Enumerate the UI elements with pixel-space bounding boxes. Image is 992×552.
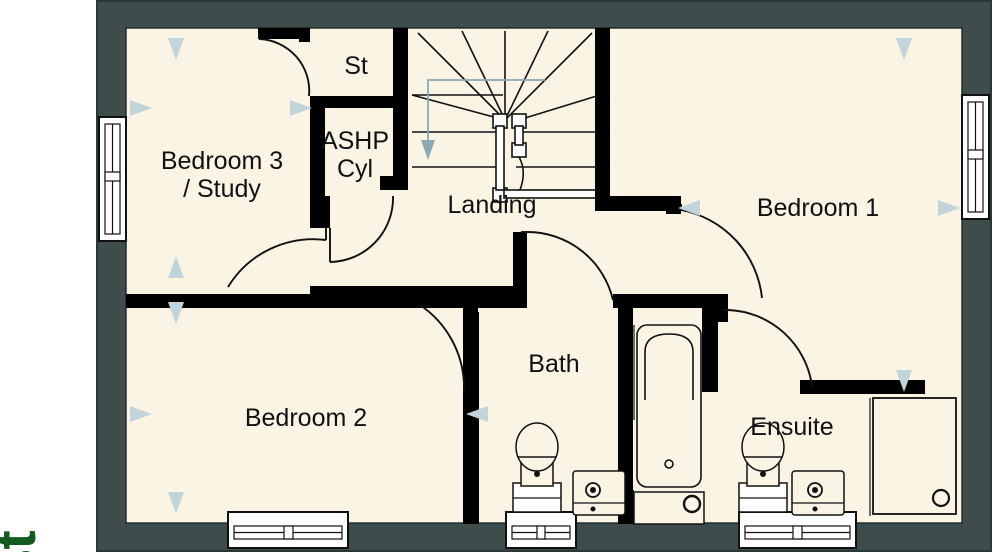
door-bedroom-2 [419,304,465,390]
bath-basin-fixture [572,470,626,516]
bath-cistern-fixture [633,491,705,525]
window-bottom-bedroom2 [227,511,349,549]
dimension-arrows [130,38,960,514]
staircase [411,30,601,206]
shower-tray-fixture [869,397,957,516]
window-right-bedroom1 [961,94,990,220]
door-swings [227,33,813,390]
door-store [258,33,311,97]
ensuite-basin-fixture [791,470,845,516]
interior-walls [126,28,925,524]
bath-wc-fixture [512,422,562,513]
bathtub-fixture [633,324,702,488]
window-bottom-bath [505,511,577,549]
door-ensuite [722,309,813,387]
window-left-bedroom3 [98,116,127,242]
door-bath [521,231,614,301]
door-ashp-cyl [329,195,394,263]
door-bedroom-3 [227,228,327,288]
stair-direction-arrow [421,79,545,160]
window-bottom-ensuite [738,511,857,549]
ensuite-wc-fixture [738,422,788,513]
